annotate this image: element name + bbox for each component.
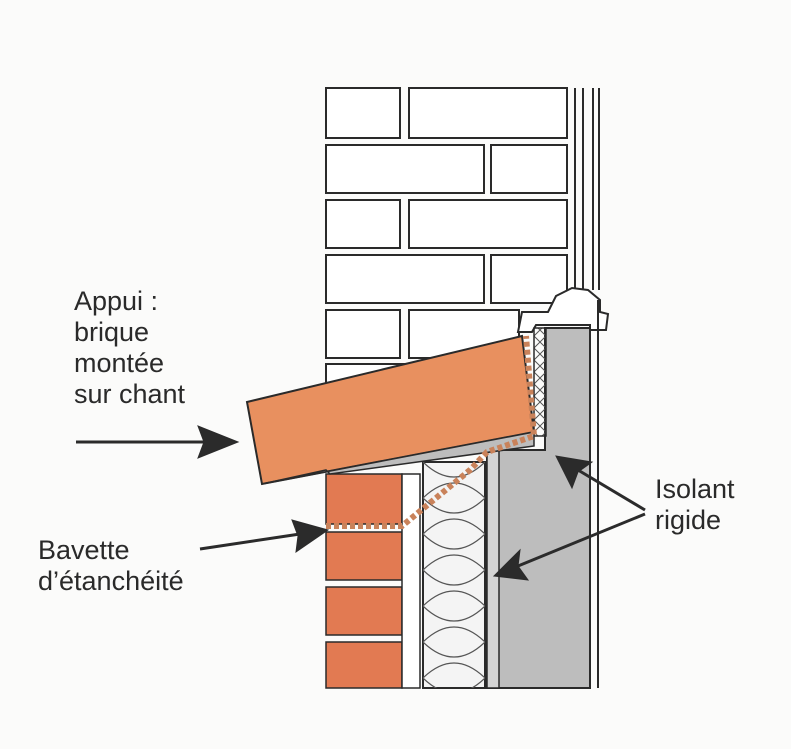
label-isolant-line-1: Isolant: [655, 474, 735, 504]
arrow-icon: [555, 455, 646, 512]
label-bavette: Bavette d’étanchéité: [38, 535, 184, 597]
window-frame: [574, 88, 600, 300]
cavity-strip: [486, 449, 500, 689]
label-appui-line-1: Appui :: [74, 286, 159, 316]
upper-brick-wall: [325, 87, 568, 387]
label-appui-line-3: montée: [74, 348, 165, 378]
arrow-icon: [492, 512, 646, 581]
rigid-insulation-upper: [533, 327, 547, 437]
label-isolant: Isolant rigide: [655, 474, 735, 536]
label-appui: Appui : brique montée sur chant: [74, 286, 185, 410]
label-isolant-line-2: rigide: [655, 505, 722, 535]
waterproof-membrane: [326, 335, 538, 529]
batt-insulation-texture: [423, 462, 485, 688]
label-bavette-line-2: d’étanchéité: [38, 566, 184, 596]
sill-mortar-bed: [261, 431, 535, 485]
lower-brick-wall: [325, 473, 421, 689]
label-appui-line-2: brique: [74, 317, 150, 347]
arrow-icon: [76, 425, 240, 459]
arrow-icon: [199, 519, 330, 554]
label-bavette-line-1: Bavette: [38, 535, 130, 565]
label-appui-line-4: sur chant: [74, 379, 186, 409]
window-sill-profile: [516, 286, 610, 333]
